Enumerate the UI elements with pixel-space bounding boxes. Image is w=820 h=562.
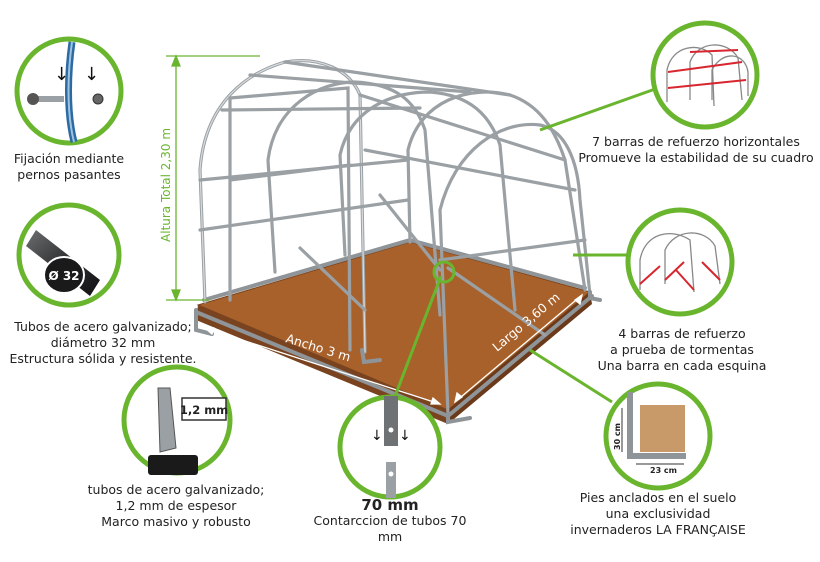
diameter-badge: Ø 32 (48, 269, 79, 283)
caption-line: 7 barras de refuerzo horizontales (592, 134, 800, 149)
height-label: Altura Total 2,30 m (159, 128, 173, 242)
thickness-callout: 1,2 mm (121, 364, 233, 476)
foot-width-label: 23 cm (650, 466, 677, 475)
storm-bars-caption: 4 barras de refuerzo a prueba de torment… (582, 326, 782, 374)
bolt-fixing-caption: Fijación mediante pernos pasantes (6, 151, 132, 183)
anchored-feet-caption: Pies anclados en el suelo una exclusivid… (556, 490, 760, 538)
thickness-badge: 1,2 mm (180, 403, 228, 417)
greenhouse-frame (198, 59, 592, 416)
tube-connection-callout: ↓ ↓ (337, 394, 443, 500)
down-arrow-icon: ↓ (84, 64, 99, 85)
caption-line: diámetro 32 mm (50, 335, 156, 350)
down-arrow-icon: ↓ (371, 428, 383, 444)
down-arrow-icon: ↓ (54, 64, 69, 85)
caption-line: a prueba de tormentas (610, 342, 754, 357)
anchored-feet (194, 290, 602, 425)
caption-line: Fijación mediante (13, 151, 125, 166)
caption-line: invernaderos LA FRANÇAISE (570, 522, 746, 537)
caption-line: tubos de acero galvanizado; (87, 482, 265, 497)
down-arrow-icon: ↓ (399, 428, 411, 444)
storm-bars-callout (625, 207, 735, 317)
tube-connection-caption: 70 mm Contarccion de tubos 70 mm (300, 497, 480, 545)
width-dimension (203, 327, 442, 405)
caption-line: Promueve la estabilidad de su cuadro (578, 150, 814, 165)
foot-height-label: 30 cm (613, 423, 622, 450)
tube-diameter-caption: Tubos de acero galvanizado; diámetro 32 … (0, 319, 206, 367)
tube-diameter-callout: Ø 32 (16, 202, 122, 308)
anchored-feet-callout: 30 cm 23 cm (603, 381, 713, 491)
caption-line: pernos pasantes (17, 167, 121, 182)
height-dimension (166, 54, 260, 302)
horizontal-bars-callout (650, 20, 760, 130)
caption-title: 70 mm (361, 496, 419, 514)
caption-line: Estructura sólida y resistente. (9, 351, 197, 366)
caption-line: Contarccion de tubos 70 mm (313, 513, 467, 544)
caption-line: Tubos de acero galvanizado; (14, 319, 192, 334)
caption-line: una exclusividad (605, 506, 711, 521)
length-dimension (453, 293, 584, 404)
thickness-caption: tubos de acero galvanizado; 1,2 mm de es… (76, 482, 276, 530)
bolt-fixing-callout: ↓ ↓ (14, 36, 124, 146)
caption-line: Marco masivo y robusto (101, 514, 251, 529)
caption-line: Una barra en cada esquina (597, 358, 767, 373)
caption-line: 4 barras de refuerzo (618, 326, 746, 341)
caption-line: 1,2 mm de espesor (115, 498, 237, 513)
callout-connectors (390, 86, 659, 405)
horizontal-bars-caption: 7 barras de refuerzo horizontales Promue… (572, 134, 820, 166)
caption-line: Pies anclados en el suelo (579, 490, 737, 505)
